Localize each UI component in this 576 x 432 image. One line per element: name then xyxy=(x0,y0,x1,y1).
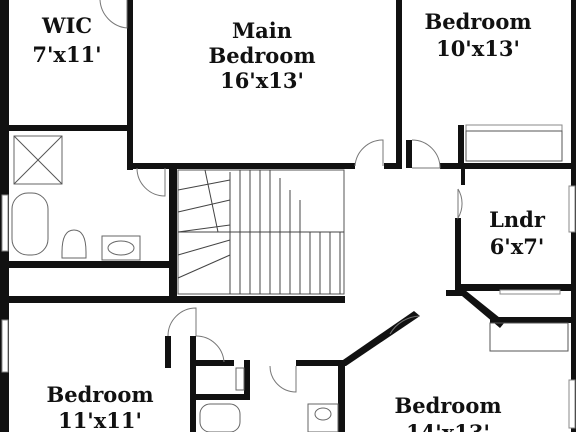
wall-door-stub-2 xyxy=(406,140,412,168)
closet-shelf-se xyxy=(489,322,569,352)
wall-bath2-top xyxy=(190,360,234,366)
bath2-tub-icon xyxy=(199,403,241,432)
door-bath2 xyxy=(195,335,225,363)
wall-main-ne xyxy=(396,0,402,168)
room-bedroom-se-name: Bedroom xyxy=(394,393,501,418)
wall-diagonal-se xyxy=(340,311,420,366)
room-bedroom-se-size: 14'x13' xyxy=(406,420,490,432)
door-sw xyxy=(167,307,197,337)
window-right-lndr xyxy=(568,185,576,233)
stair-winder xyxy=(177,254,231,279)
room-wic-name: WIC xyxy=(41,13,92,38)
wall-se-left-stub xyxy=(446,290,466,296)
room-main-name-line2: Bedroom xyxy=(208,43,315,68)
room-bedroom-sw-name: Bedroom xyxy=(46,382,153,407)
room-bedroom-ne-size: 10'x13' xyxy=(436,36,520,61)
wall-bath-bottom xyxy=(0,261,175,268)
window-lndr-bottom xyxy=(499,289,561,295)
fixtures xyxy=(11,130,569,432)
wall-bath2-left xyxy=(190,336,196,432)
windows xyxy=(1,124,576,429)
door-lndr xyxy=(457,188,463,220)
stair-winder xyxy=(177,239,231,256)
toilet-icon xyxy=(61,229,87,259)
window-ne-closet xyxy=(465,124,563,132)
room-laundry-name: Lndr xyxy=(489,207,546,232)
wall-bath2-se xyxy=(338,360,345,432)
window-left-bath xyxy=(1,194,9,252)
stair-winder xyxy=(177,179,231,191)
wall-sw-top xyxy=(0,296,171,303)
wall-wic-main xyxy=(127,0,133,130)
room-bedroom-ne-name: Bedroom xyxy=(424,9,531,34)
doors xyxy=(99,0,463,393)
wall-stair-left xyxy=(169,163,177,303)
closet-shelf-ne xyxy=(465,130,563,162)
stair-winder xyxy=(204,169,219,233)
wall-main-bottom-mid xyxy=(165,163,355,169)
door-se xyxy=(389,315,421,335)
staircase xyxy=(177,169,345,295)
wall-bath2-se-top xyxy=(296,360,346,366)
wall-door-stub xyxy=(384,163,402,169)
sink-basin-icon xyxy=(107,240,135,256)
room-wic-size: 7'x11' xyxy=(32,42,101,67)
room-labels: WIC 7'x11' Main Bedroom 16'x13' Bedroom … xyxy=(32,9,545,432)
wall-laundry-bottom xyxy=(455,284,576,291)
door-main xyxy=(354,139,384,167)
bath2-toilet-icon xyxy=(235,367,245,391)
wall-laundry-left xyxy=(455,218,461,290)
room-main-name-line1: Main xyxy=(232,18,292,43)
wall-stair-bottom xyxy=(169,296,345,303)
bathtub-icon xyxy=(11,192,49,256)
wall-ne-bottom xyxy=(440,163,576,169)
wall-bath2-right xyxy=(244,360,250,394)
window-left-sw xyxy=(1,319,9,373)
window-right-se xyxy=(568,379,576,429)
wall-laundry-divider xyxy=(461,163,465,185)
wall-bath2-mid xyxy=(190,394,250,400)
room-bedroom-sw-size: 11'x11' xyxy=(58,408,142,432)
room-laundry-size: 6'x7' xyxy=(490,234,545,259)
door-ne xyxy=(411,139,441,169)
wall-wic-bottom xyxy=(0,125,133,131)
wall-stub-a xyxy=(165,336,171,368)
stair-winder xyxy=(177,199,231,213)
wall-main-bottom-left xyxy=(133,163,165,169)
door-bath2-inner xyxy=(269,365,297,393)
room-main-size: 16'x13' xyxy=(220,68,304,93)
stair-winder xyxy=(177,224,231,233)
wall-bath-right xyxy=(127,130,133,170)
door-bath xyxy=(136,167,166,197)
wall-ne-closet-left xyxy=(458,125,464,169)
shower-line-icon xyxy=(13,135,63,185)
door-wic xyxy=(99,0,128,29)
wall-lndr-se xyxy=(490,317,576,323)
bath2-basin-icon xyxy=(314,407,332,421)
